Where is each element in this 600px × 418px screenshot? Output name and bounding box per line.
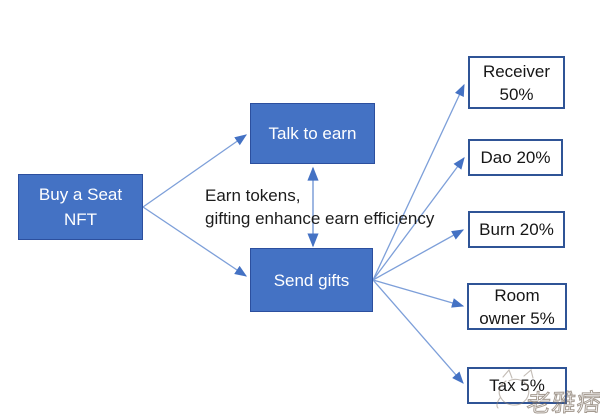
arrow-buy-to-talk-icon	[142, 134, 247, 208]
node-burn-label: Burn 20%	[479, 220, 554, 239]
arrow-send-to-tax-icon	[372, 279, 464, 384]
node-room-owner-label-line1: Room	[494, 285, 540, 305]
node-buy-a-seat-nft: Buy a Seat NFT	[18, 174, 143, 240]
annotation-line2: gifting enhance earn efficiency	[205, 209, 435, 228]
node-send-gifts: Send gifts	[250, 248, 373, 312]
node-room-owner-label-line2: owner 5%	[479, 308, 555, 328]
node-talk-to-earn-label: Talk to earn	[268, 124, 357, 143]
node-tax-label: Tax 5%	[489, 376, 545, 395]
node-talk-to-earn: Talk to earn	[250, 103, 375, 164]
node-receiver-50: Receiver 50%	[468, 56, 565, 109]
node-buy-a-seat-nft-label-line1: Buy a Seat	[38, 185, 123, 204]
node-room-owner-5: Room owner 5%	[467, 283, 567, 330]
arrow-send-to-receiver-icon	[372, 83, 465, 281]
arrow-send-to-burn-icon	[372, 229, 465, 281]
node-dao-20: Dao 20%	[468, 139, 563, 176]
node-tax-5: Tax 5%	[467, 367, 567, 404]
annotation-line1: Earn tokens,	[205, 186, 301, 205]
node-receiver-label-line1: Receiver	[482, 61, 551, 81]
arrow-buy-to-send-icon	[142, 206, 248, 277]
node-send-gifts-label: Send gifts	[273, 270, 350, 290]
node-buy-a-seat-nft-label-line2: NFT	[63, 210, 98, 229]
arrow-send-to-dao-icon	[372, 157, 465, 281]
annotation-earn-tokens: Earn tokens, gifting enhance earn effici…	[205, 184, 475, 230]
node-receiver-label-line2: 50%	[499, 84, 534, 104]
node-dao-label: Dao 20%	[480, 148, 551, 167]
node-burn-20: Burn 20%	[468, 211, 565, 248]
arrow-send-to-room-owner-icon	[372, 279, 465, 308]
